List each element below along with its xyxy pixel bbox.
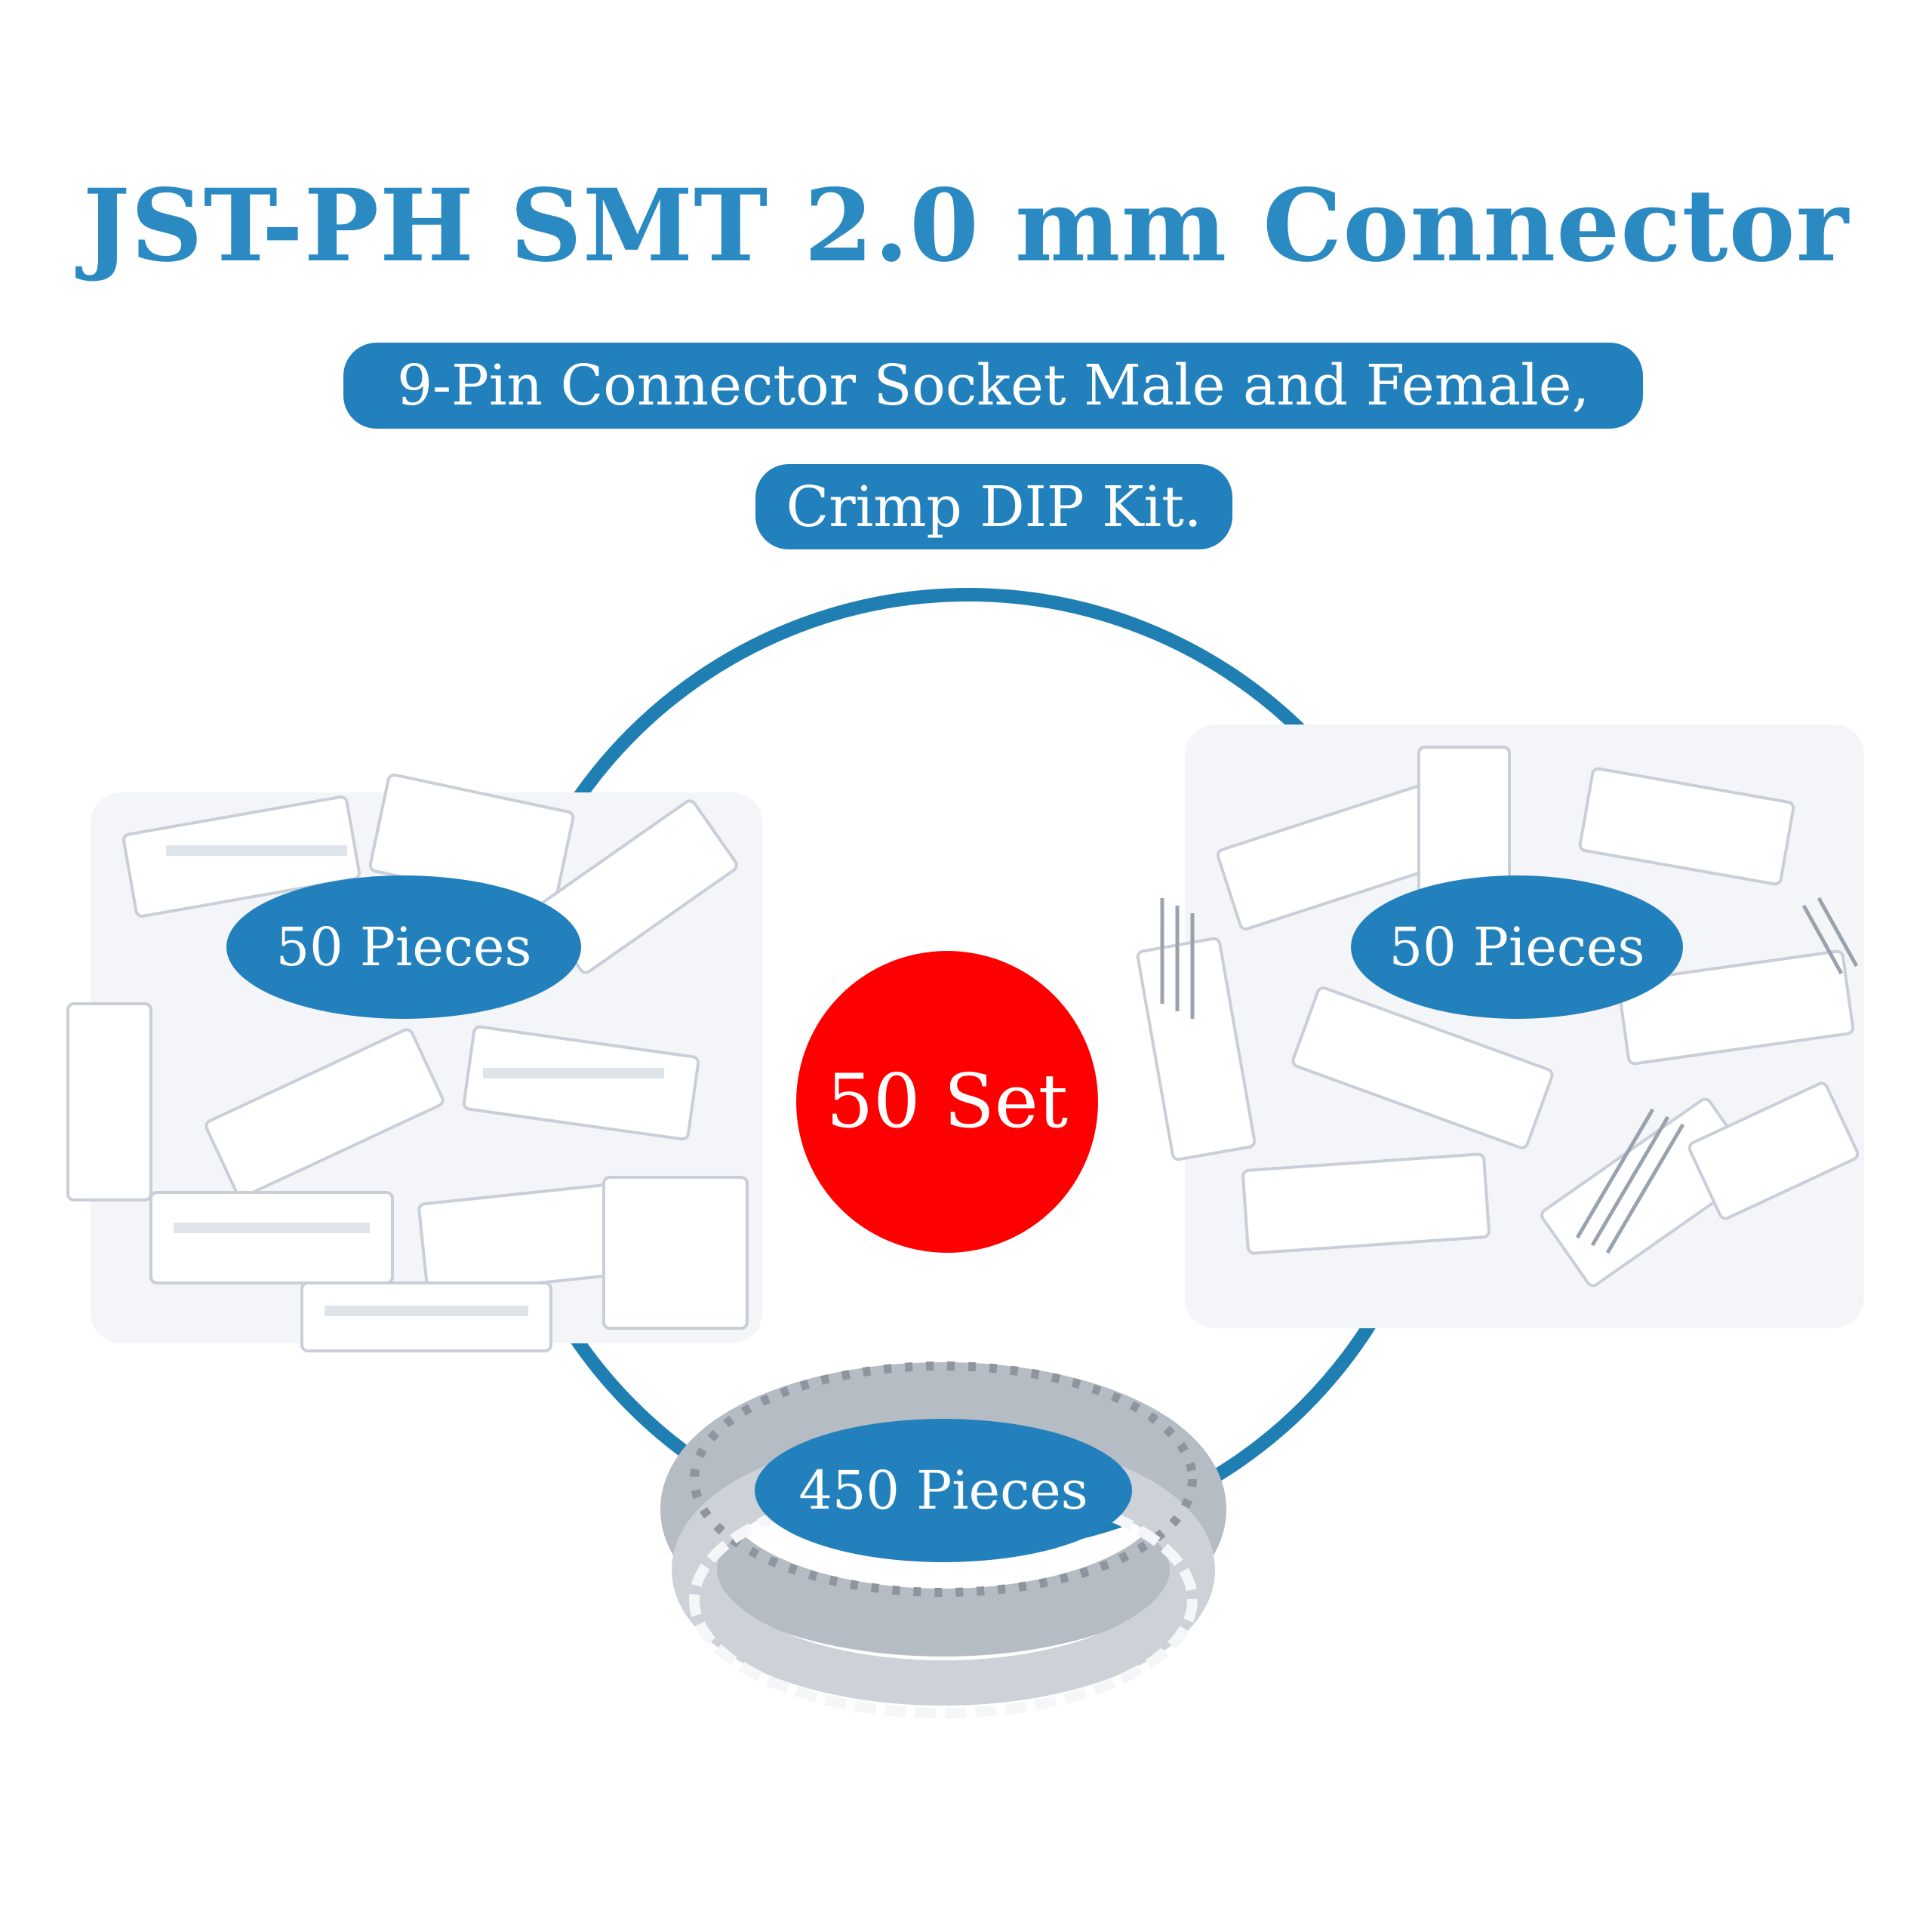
subtitle-pill-2: Crimp DIP Kit. — [755, 464, 1232, 549]
right-pieces-badge: 50 Pieces — [1351, 875, 1683, 1019]
female-housings-pile-photo — [66, 773, 762, 1352]
crimp-terminals-reel-photo — [660, 1361, 1226, 1718]
left-pieces-badge: 50 Pieces — [226, 875, 581, 1019]
page-title: JST-PH SMT 2.0 mm Connector — [82, 168, 1850, 285]
male-headers-pile-photo — [1136, 724, 1864, 1328]
subtitle-pill-1: 9-Pin Connector Socket Male and Female, — [343, 343, 1643, 429]
bottom-pieces-badge: 450 Pieces — [755, 1419, 1132, 1562]
set-count-circle: 50 Set — [796, 951, 1098, 1253]
